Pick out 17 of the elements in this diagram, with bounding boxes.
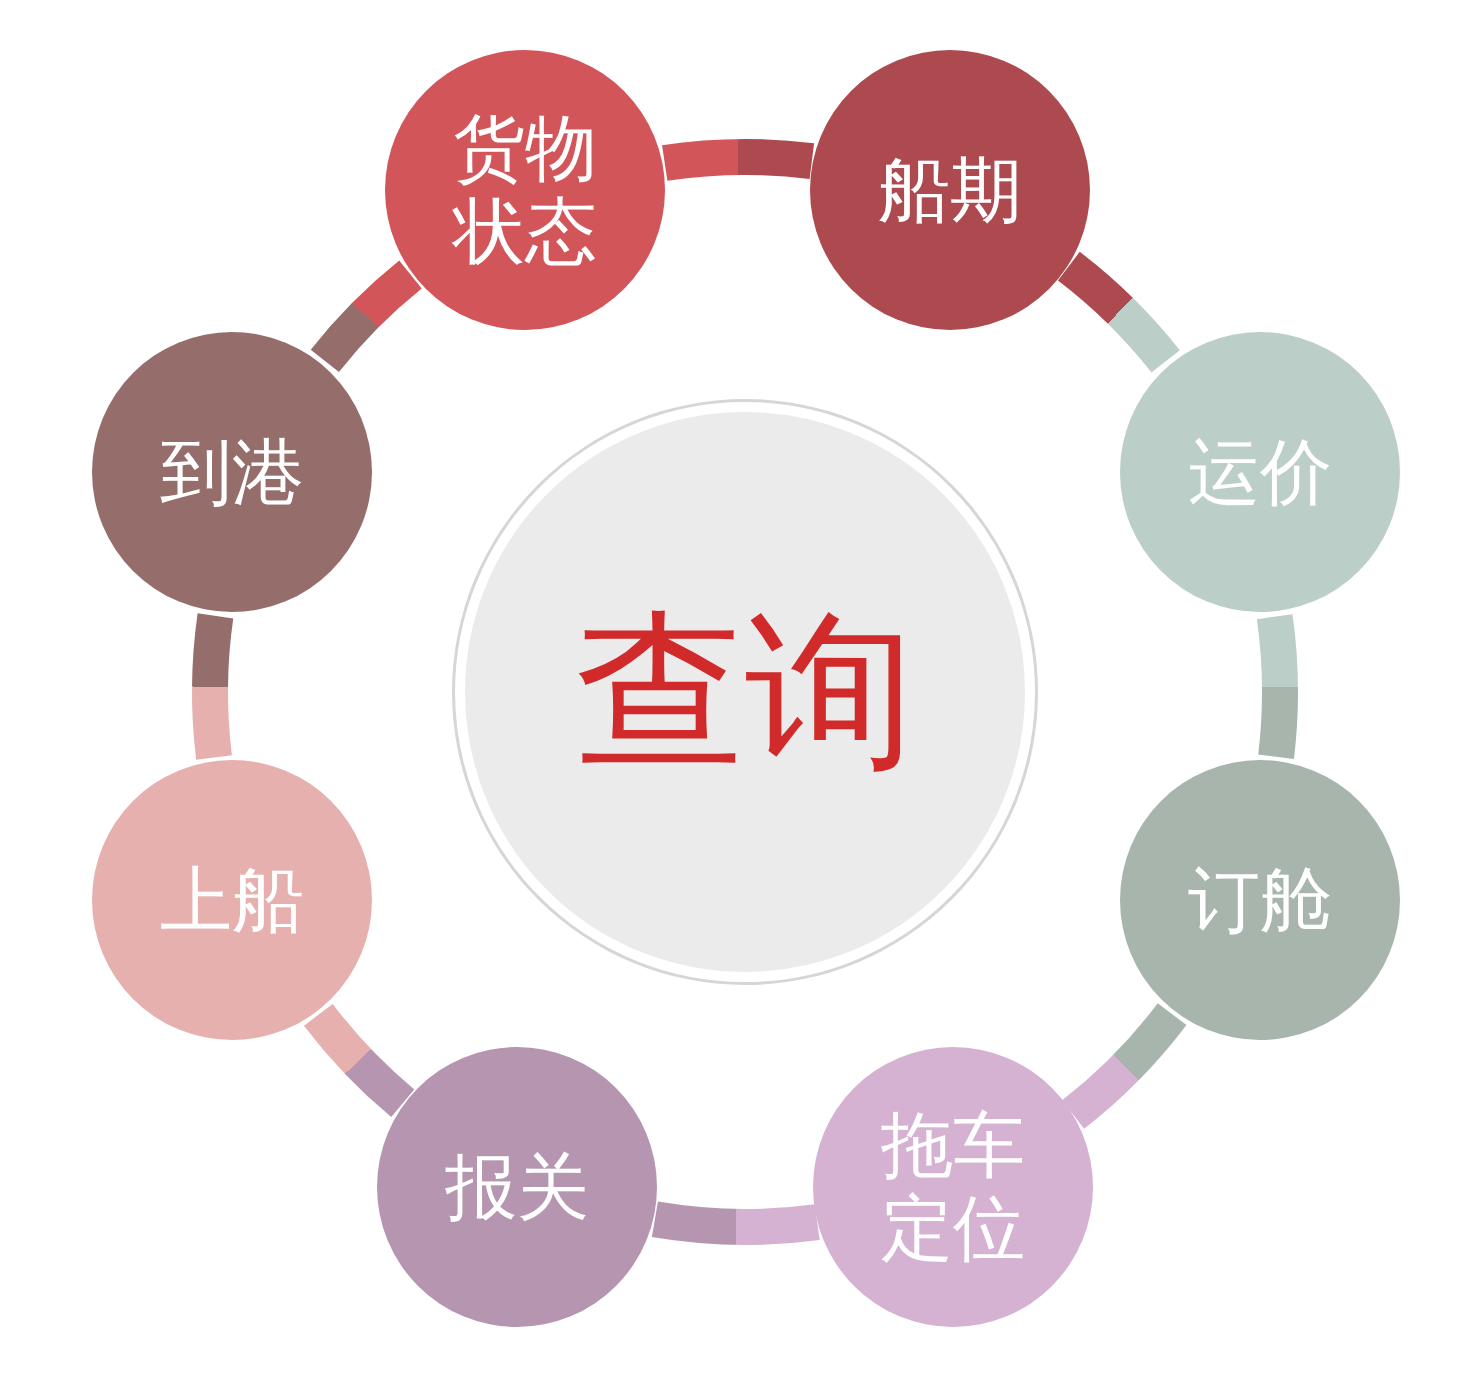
ring-arc [662,139,814,181]
node-label: 拖车定位 [880,1104,1026,1270]
ring-arc [652,1201,819,1245]
ring-arc [1057,252,1180,373]
node-label: 到港 [160,430,304,514]
ring-arc [192,613,234,760]
node-label: 上船 [160,858,304,942]
node-label: 查询 [575,594,915,790]
node-label: 运价 [1188,430,1332,514]
ring-arc [1061,1002,1187,1129]
ring-arc [311,260,423,373]
ring-arc [1256,614,1298,759]
ring-arc [304,1003,415,1117]
node-label: 订舱 [1188,858,1332,942]
node-label: 货物状态 [451,107,598,273]
node-label: 报关 [445,1145,589,1229]
node-label: 船期 [878,148,1022,232]
